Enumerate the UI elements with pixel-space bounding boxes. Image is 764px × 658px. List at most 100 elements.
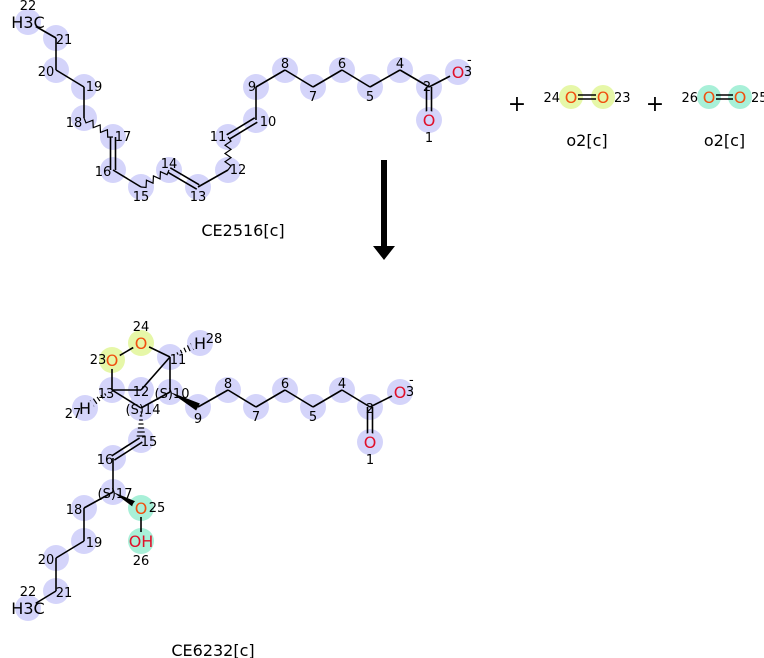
- product-atom-number: 24: [133, 320, 150, 335]
- reactant-atom-number: 4: [396, 57, 404, 72]
- product-element-o: O: [364, 433, 377, 452]
- product-bond: [111, 389, 142, 409]
- reaction-arrow-shaft: [381, 160, 387, 246]
- product-hashed-bond: [179, 349, 183, 354]
- reactant-atom-number: 12: [230, 163, 247, 178]
- o2-a-atom-number: 23: [614, 91, 631, 106]
- o2-a-oxygen: O: [565, 88, 578, 107]
- product-element-h: H: [79, 399, 91, 418]
- product-label-bg: [132, 499, 150, 517]
- product-atom-number: 6: [281, 377, 289, 392]
- product-hashed-bond: [107, 391, 110, 394]
- product-hashed-bond: [104, 393, 107, 396]
- product-hashed-bond: [186, 345, 191, 352]
- o2-b-oxygen: O: [734, 88, 747, 107]
- product-element-oh: OH: [129, 532, 154, 551]
- plus-sign: +: [646, 92, 664, 117]
- o2-a-oxygen: O: [597, 88, 610, 107]
- reactant-element-h3c: H3C: [11, 13, 44, 32]
- product-bond: [55, 540, 85, 559]
- reactant-double-bond: [169, 167, 200, 186]
- product-bond: [284, 389, 314, 408]
- product-atom-number: (S)17: [98, 487, 133, 502]
- o2-a-highlight: [559, 85, 583, 109]
- reactant-label-bg: [420, 111, 438, 129]
- reactant-bond: [312, 69, 343, 88]
- reactant-bond: [55, 69, 85, 88]
- product-wedge-bond: [170, 392, 200, 411]
- reactant-atom-number: 21: [56, 33, 73, 48]
- reactant-atom-number: 16: [95, 165, 112, 180]
- product-atom-number: 16: [97, 453, 114, 468]
- o2-b-highlight: [728, 85, 752, 109]
- reactant-bond: [255, 69, 286, 88]
- o2-b-oxygen: O: [703, 88, 716, 107]
- product-label-bg: [391, 383, 409, 401]
- reactant-atom-number: 3: [464, 65, 472, 80]
- reactant-atom-number: 8: [281, 57, 289, 72]
- product-atom-number: 26: [133, 554, 150, 569]
- reactant-atom-number: 17: [115, 130, 132, 145]
- reactant-atom-number: 11: [210, 130, 227, 145]
- product-element-h3c: H3C: [11, 599, 44, 618]
- reactant-element-o: O: [423, 111, 436, 130]
- product-atom-number: 8: [224, 377, 232, 392]
- product-label-bg: [191, 334, 209, 352]
- reactant-atom-number: 18: [66, 116, 83, 131]
- o2-a-atom-number: 24: [543, 91, 560, 106]
- o2-a-name: o2[c]: [566, 131, 607, 150]
- product-element-o: O: [106, 351, 119, 370]
- product-label-bg: [103, 351, 121, 369]
- product-bond: [140, 356, 171, 391]
- product-label-bg: [76, 399, 94, 417]
- product-bond: [140, 391, 171, 409]
- reactant-atom-number: 22: [20, 0, 37, 14]
- o2-a-highlight: [591, 85, 615, 109]
- reactant-atom-number: 7: [309, 90, 317, 105]
- reactant-atom-number: 13: [190, 190, 207, 205]
- product-atom-number: 15: [141, 435, 158, 450]
- product-label-bg: [361, 433, 379, 451]
- product-atom-number: 3: [406, 385, 414, 400]
- reactant-atom-number: 10: [260, 115, 277, 130]
- reactant-bond: [341, 69, 371, 88]
- product-atom-number: 27: [65, 407, 82, 422]
- reactant-double-bond: [167, 171, 198, 190]
- reactant-bond: [112, 169, 142, 188]
- product-label-bg: [132, 334, 150, 352]
- product-element-o: O: [135, 334, 148, 353]
- plus-sign: +: [508, 92, 526, 117]
- product-hashed-bond: [96, 396, 101, 402]
- reactant-atom-number: 9: [248, 80, 256, 95]
- reactant-bond: [399, 69, 430, 88]
- product-atom-number: 18: [66, 503, 83, 518]
- reactant-atom-number: 2: [423, 80, 431, 95]
- product-atom-number: 13: [98, 387, 115, 402]
- reactant-wavy-bond: [223, 136, 233, 171]
- product-hashed-bond: [92, 398, 98, 405]
- product-element-o: O: [394, 383, 407, 402]
- product-atom-number: (S)14: [126, 403, 161, 418]
- reactant-atom-number: 20: [38, 65, 55, 80]
- product-label-bg: [132, 532, 150, 550]
- o2-b-highlight: [697, 85, 721, 109]
- product-bond: [312, 389, 343, 408]
- product-element-o: O: [135, 499, 148, 518]
- product-atom-number: 1: [366, 453, 374, 468]
- product-double-bond: [113, 441, 143, 461]
- reactant-double-bond: [226, 117, 256, 136]
- product-atom-number: 4: [338, 377, 346, 392]
- product-bond: [227, 389, 257, 408]
- reactant-label-bg: [449, 63, 467, 81]
- product-double-bond: [111, 437, 141, 457]
- reactant-wavy-bond: [140, 169, 170, 189]
- product-charge: -: [409, 373, 414, 388]
- reactant-element-o: O: [452, 63, 465, 82]
- product-atom-number: 23: [90, 353, 107, 368]
- product-bond: [197, 389, 229, 408]
- product-element-h: H: [194, 334, 206, 353]
- product-bond: [83, 491, 114, 509]
- product-atom-number: 19: [86, 536, 103, 551]
- product-bond: [255, 389, 286, 408]
- product-atom-number: (S)10: [155, 387, 190, 402]
